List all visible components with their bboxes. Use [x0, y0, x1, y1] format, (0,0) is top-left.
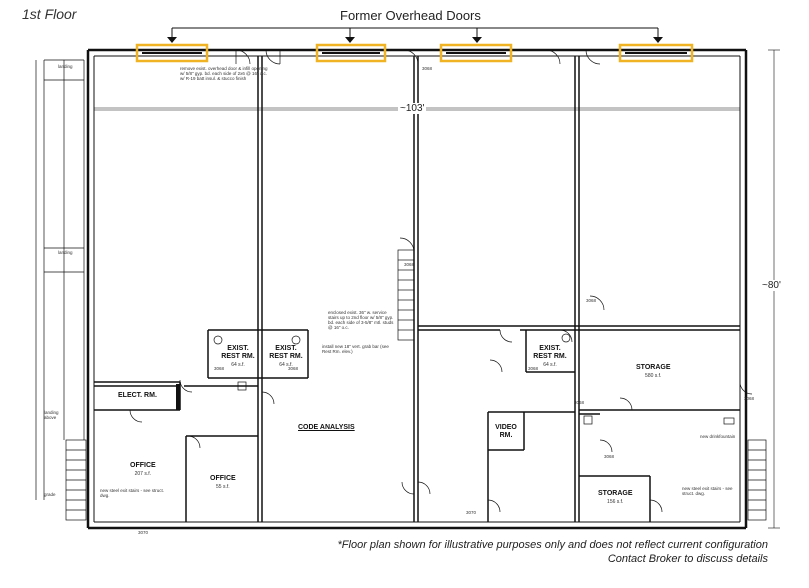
- disclaimer-line-2: Contact Broker to discuss details: [607, 553, 768, 565]
- exist-rest-room-3-label: EXIST. REST RM.64 s.f.: [533, 345, 567, 368]
- door-tag: 3068: [744, 396, 755, 401]
- overhead-doors-title: Former Overhead Doors: [340, 8, 481, 23]
- enclosed-stair-note: enclosed exist. 36" w. service stairs up…: [328, 310, 394, 330]
- door-tag: 3068: [422, 66, 433, 71]
- disclaimer-line-1: *Floor plan shown for illustrative purpo…: [337, 539, 768, 551]
- exterior-walls: [86, 48, 748, 530]
- door-tag: 3070: [138, 530, 149, 535]
- drinking-fountain-note: new drinkfountain: [700, 434, 736, 439]
- grab-bar-note: install new 18" vert. grab bar (see Rest…: [322, 344, 389, 354]
- door-tag: 3068: [586, 298, 597, 303]
- former-overhead-doors: [135, 43, 694, 63]
- restroom-fixtures: [213, 333, 735, 425]
- landing-note-1: landing: [58, 64, 73, 69]
- interior-walls: [94, 56, 740, 522]
- video-room-label: VIDEO RM.: [495, 424, 517, 439]
- left-exterior-ramp: [35, 59, 87, 521]
- overhead-door-arrows: [167, 37, 663, 43]
- door-tag: 3068: [288, 366, 299, 371]
- grade-note: grade: [44, 492, 56, 497]
- left-stair-note: new steel exit stairs - see struct. dwg.: [100, 488, 165, 498]
- disclaimer: *Floor plan shown for illustrative purpo…: [262, 538, 768, 566]
- landing-note-3: landing above: [44, 410, 59, 420]
- landing-note-2: landing: [58, 250, 73, 255]
- elect-room-label: ELECT. RM.: [118, 392, 157, 399]
- exist-rest-room-2-label: EXIST. REST RM.64 s.f.: [269, 345, 303, 368]
- floor-label: 1st Floor: [22, 6, 77, 22]
- door-swings: [129, 49, 753, 513]
- code-analysis-label: CODE ANALYSIS: [298, 424, 355, 431]
- door-tag: 3068: [528, 366, 539, 371]
- interior-stair: [397, 249, 415, 341]
- door-infill-note: remove exist. overhead door & infill ope…: [180, 66, 268, 81]
- door-tag: 3068: [604, 454, 615, 459]
- door-tag: 3070: [466, 510, 477, 515]
- door-tag: 3068: [214, 366, 225, 371]
- door-tag: 3068: [404, 262, 415, 267]
- door-tag: 3068: [574, 400, 585, 405]
- height-dimension: ~80': [762, 280, 781, 291]
- width-dimension: ~103': [398, 103, 427, 114]
- right-exterior-stair: [747, 439, 767, 521]
- exist-rest-room-1-label: EXIST. REST RM.64 s.f.: [221, 345, 255, 368]
- right-stair-note: new steel exit stairs - see struct. dwg.: [682, 486, 733, 496]
